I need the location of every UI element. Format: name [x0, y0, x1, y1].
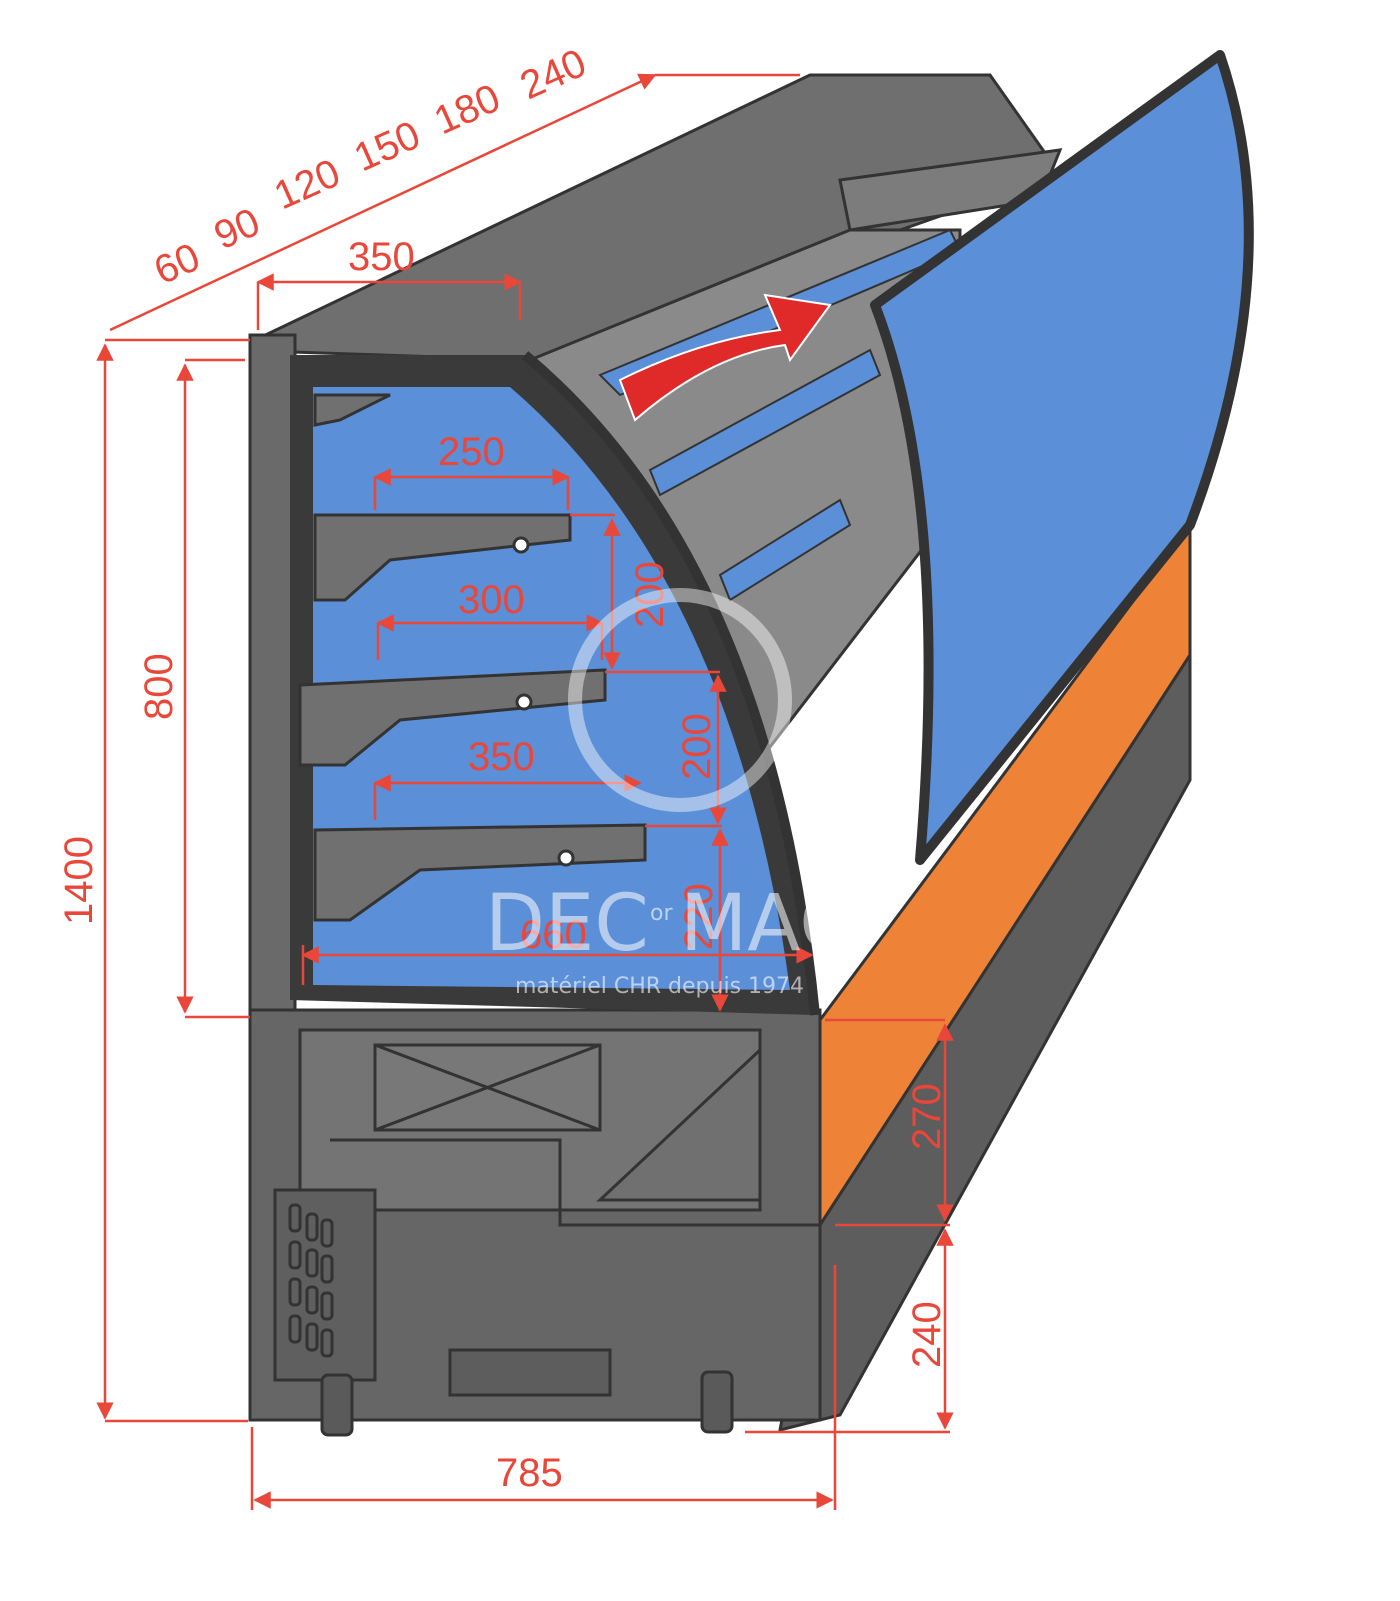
watermark-logo [568, 588, 792, 812]
ventilation-grille [288, 1203, 334, 1358]
base-depth-label: 660 [520, 913, 587, 957]
shelf-2-label: 300 [458, 578, 525, 622]
watermark-brand-suffix: asins [833, 901, 889, 926]
cabinet-feet [320, 1370, 734, 1437]
watermark-brand-left: DEC [485, 879, 649, 969]
front-panel-label: 270 [905, 1083, 949, 1150]
length-label-180: 180 [428, 76, 507, 143]
length-label-90: 90 [208, 200, 267, 258]
shelf-gap-1-label: 200 [628, 561, 672, 628]
length-label-150: 150 [348, 113, 427, 180]
length-label-120: 120 [268, 151, 347, 218]
dimension-lines [96, 73, 954, 1510]
opening-direction-arrow [618, 293, 832, 422]
top-depth-label: 350 [348, 235, 415, 279]
display-height-label: 800 [137, 653, 181, 720]
length-label-60: 60 [148, 235, 207, 293]
front-panel [818, 520, 1192, 1231]
watermark-brand-or: or [650, 901, 673, 926]
watermark: DEC or MAG asins matériel CHR depuis 197… [485, 588, 889, 999]
curved-glass [521, 50, 1254, 1016]
bottom-gap-label: 220 [677, 883, 721, 950]
shelf-gap-2-label: 200 [675, 713, 719, 780]
watermark-tagline: matériel CHR depuis 1974 [515, 974, 804, 999]
plinth-label: 240 [905, 1301, 949, 1368]
watermark-brand-right: MAG [680, 879, 860, 969]
shelf-middle [298, 668, 607, 767]
length-label-240: 240 [514, 41, 593, 108]
shelf-1-label: 250 [438, 430, 505, 474]
total-height-label: 1400 [57, 836, 101, 925]
shelves [298, 393, 647, 922]
shelf-3-label: 350 [468, 735, 535, 779]
total-depth-label: 785 [496, 1451, 563, 1495]
